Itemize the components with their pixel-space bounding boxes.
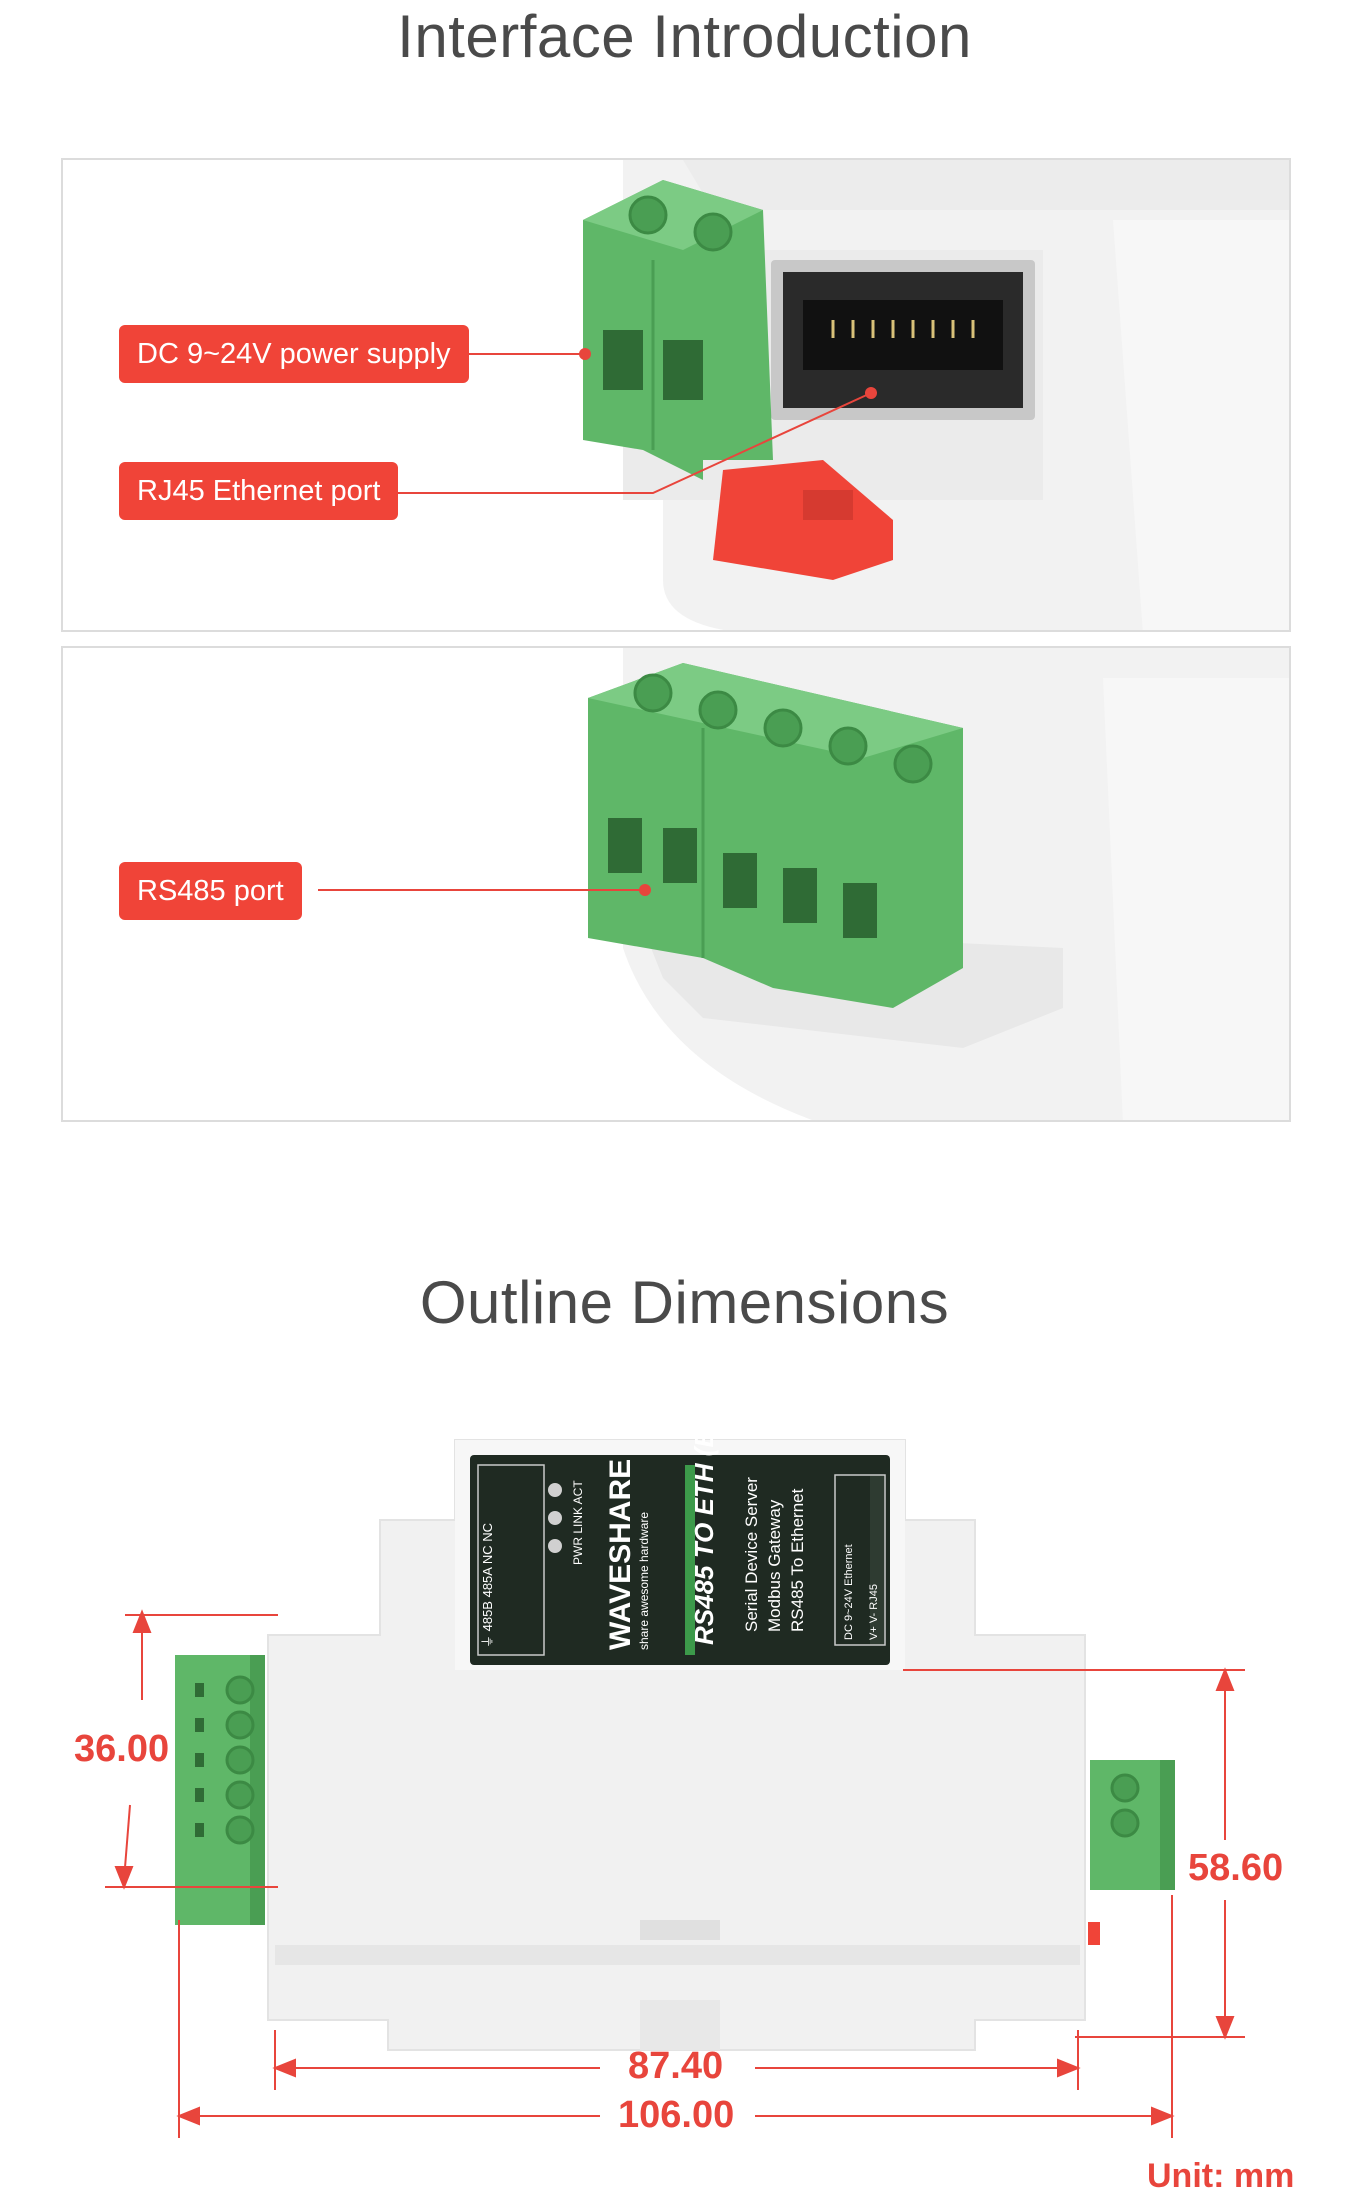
- label-line3: RS485 To Ethernet: [788, 1488, 807, 1632]
- interface-title: Interface Introduction: [397, 3, 972, 70]
- label-line1: Serial Device Server: [742, 1477, 761, 1632]
- dimension-drawing: ⏚ 485B 485A NC NC PWR LINK ACT WAVESHARE…: [0, 1400, 1369, 2205]
- pins-right-label: DC 9~24V Ethernet: [843, 1544, 855, 1640]
- dim-height-left: 36.00: [74, 1728, 170, 1770]
- callout-rj45-port: RJ45 Ethernet port: [119, 462, 399, 520]
- callout-power-supply: DC 9~24V power supply: [119, 325, 469, 383]
- outline-title: Outline Dimensions: [419, 1269, 950, 1336]
- dim-width-inner: 87.40: [628, 2045, 724, 2087]
- dim-width-outer: 106.00: [618, 2094, 735, 2136]
- label-line2: Modbus Gateway: [765, 1499, 784, 1632]
- unit-label: Unit: mm: [1147, 2157, 1295, 2195]
- brand-text: WAVESHARE: [604, 1459, 637, 1650]
- dim-height-right: 58.60: [1188, 1847, 1284, 1889]
- panel-rs485: RS485 port: [61, 646, 1291, 1122]
- rs485-terminal-shape: [588, 663, 963, 1008]
- power-terminal-shape: [583, 180, 773, 480]
- device-top-illustration: [393, 160, 1289, 630]
- rj45-port-shape: [771, 260, 1035, 420]
- panel-power-rj45: DC 9~24V power supply RJ45 Ethernet port: [61, 158, 1291, 632]
- pins-right2-label: V+ V- RJ45: [868, 1584, 880, 1640]
- callout-rs485-port: RS485 port: [119, 862, 302, 920]
- device-rs485-illustration: [318, 648, 1289, 1120]
- slogan-text: share awesome hardware: [637, 1512, 651, 1650]
- model-text: RS485 TO ETH (B): [689, 1420, 719, 1645]
- device-front-illustration: ⏚ 485B 485A NC NC PWR LINK ACT WAVESHARE…: [105, 1420, 1245, 2138]
- pins-left-label: ⏚ 485B 485A NC NC: [480, 1523, 495, 1648]
- led-labels: PWR LINK ACT: [571, 1480, 585, 1565]
